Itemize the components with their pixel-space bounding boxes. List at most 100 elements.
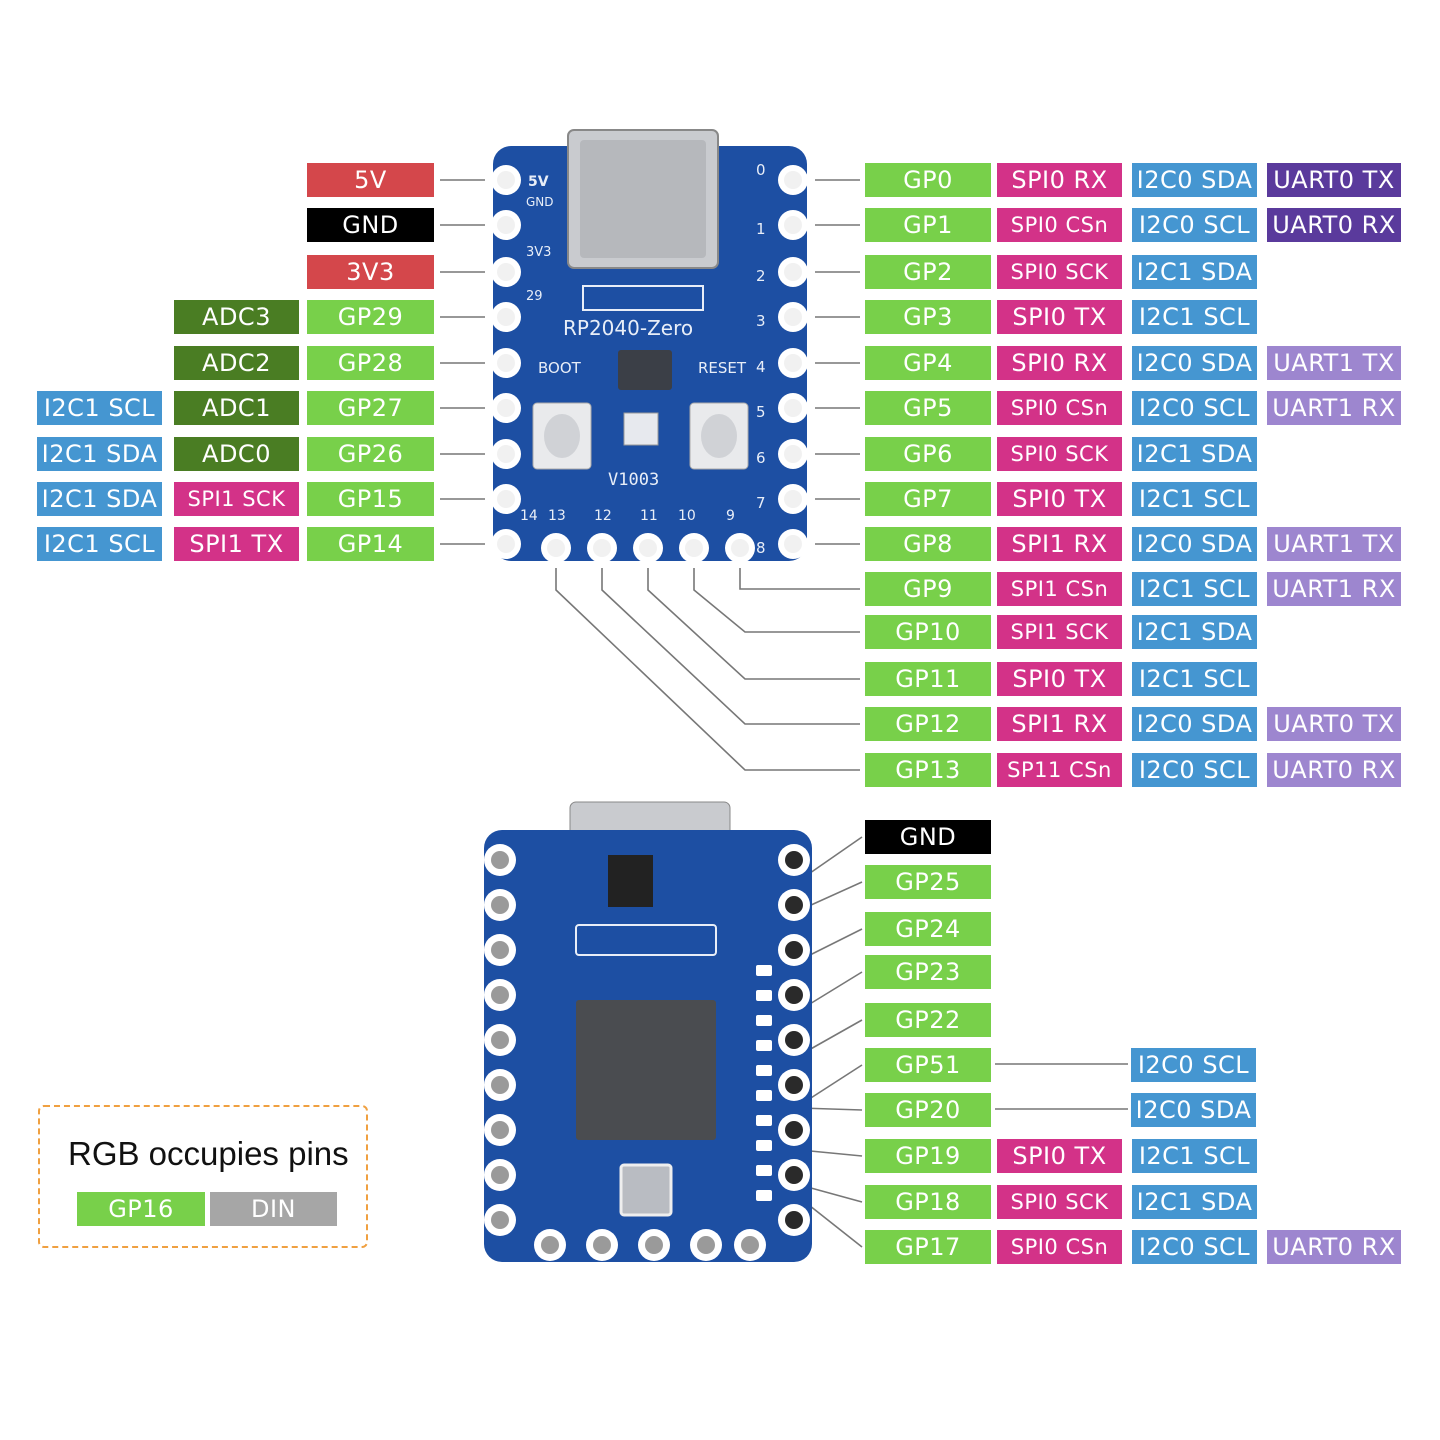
alt-label-gp12-i2c0-sda: I2C0 SDA xyxy=(1132,707,1257,741)
alt-label-gp1-spi0-csn: SPI0 CSn xyxy=(997,208,1122,242)
pad-left-hole-7 xyxy=(497,490,515,508)
wire-gp9 xyxy=(739,568,860,590)
back-pad-left-hole-6 xyxy=(491,1121,509,1139)
alt-label-gp3-spi0-tx: SPI0 TX xyxy=(997,300,1122,334)
back-smd-pad-0 xyxy=(756,965,772,976)
back-alt-label-gp20-i2c0-sda: I2C0 SDA xyxy=(1131,1093,1256,1127)
pad-left-hole-1 xyxy=(497,216,515,234)
regulator-chip xyxy=(608,855,653,907)
silk-pads-row xyxy=(575,924,717,956)
rgb-led xyxy=(623,412,659,446)
back-pad-right-hole-1 xyxy=(785,896,803,914)
back-smd-pad-9 xyxy=(756,1190,772,1201)
silk-pin-10: 10 xyxy=(678,508,696,524)
pin-label-gp27: GP27 xyxy=(307,391,434,425)
boot-button-cap xyxy=(544,414,580,458)
back-pin-label-gp20: GP20 xyxy=(865,1093,991,1127)
back-alt-label-gp18-spi0-sck: SPI0 SCK xyxy=(997,1185,1122,1219)
alt-label-gp26-adc0: ADC0 xyxy=(174,437,299,471)
back-smd-pads xyxy=(756,965,772,1201)
back-pad-bottom-hole-1 xyxy=(593,1236,611,1254)
pin-label-gp13: GP13 xyxy=(865,753,991,787)
pin-label-gp26: GP26 xyxy=(307,437,434,471)
back-pin-label-gp22: GP22 xyxy=(865,1003,991,1037)
pad-right-hole-1 xyxy=(784,216,802,234)
back-pad-left-hole-8 xyxy=(491,1211,509,1229)
wire-gp11 xyxy=(647,568,860,680)
silk-reset: RESET xyxy=(698,359,747,377)
silk-gnd: GND xyxy=(526,195,554,209)
pad-right-hole-0 xyxy=(784,171,802,189)
back-pin-label-gnd: GND xyxy=(865,820,991,854)
alt-label-gp2-spi0-sck: SPI0 SCK xyxy=(997,255,1122,289)
alt-label-gp27-i2c1-scl: I2C1 SCL xyxy=(37,391,162,425)
back-smd-pad-8 xyxy=(756,1165,772,1176)
back-pad-right-hole-6 xyxy=(785,1121,803,1139)
usb-c-shell xyxy=(580,140,706,258)
pad-right-hole-7 xyxy=(784,490,802,508)
pad-left-hole-3 xyxy=(497,308,515,326)
silk-5v: 5V xyxy=(528,174,549,190)
crystal xyxy=(619,1163,673,1217)
pin-label-gp0: GP0 xyxy=(865,163,991,197)
pin-label-gp29: GP29 xyxy=(307,300,434,334)
alt-label-gp1-uart0-rx: UART0 RX xyxy=(1267,208,1401,242)
back-alt-label-gp51-i2c0-scl: I2C0 SCL xyxy=(1131,1048,1256,1082)
pad-bottom-hole-1 xyxy=(593,539,611,557)
silk-pin-8: 8 xyxy=(756,539,766,557)
alt-label-gp13-uart0-rx: UART0 RX xyxy=(1267,753,1401,787)
silk-pin-13: 13 xyxy=(548,508,566,524)
back-pad-bottom-hole-2 xyxy=(645,1236,663,1254)
silk-pin-12: 12 xyxy=(594,508,612,524)
pad-bottom-hole-2 xyxy=(639,539,657,557)
rgb-legend: RGB occupies pins GP16 DIN xyxy=(38,1105,368,1248)
back-smd-pad-4 xyxy=(756,1065,772,1076)
pad-left-hole-0 xyxy=(497,171,515,189)
back-pad-left-hole-7 xyxy=(491,1166,509,1184)
legend-title: RGB occupies pins xyxy=(68,1135,349,1172)
alt-label-gp4-spi0-rx: SPI0 RX xyxy=(997,346,1122,380)
silk-pin-5: 5 xyxy=(756,403,766,421)
alt-label-gp9-spi1-csn: SPI1 CSn xyxy=(997,572,1122,606)
pad-right-hole-2 xyxy=(784,263,802,281)
alt-label-gp6-i2c1-sda: I2C1 SDA xyxy=(1132,437,1257,471)
back-pin-label-gp25: GP25 xyxy=(865,865,991,899)
alt-label-gp10-spi1-sck: SPI1 SCK xyxy=(997,615,1122,649)
pin-label-gp8: GP8 xyxy=(865,527,991,561)
silk-29: 29 xyxy=(526,289,543,304)
alt-label-gp5-uart1-rx: UART1 RX xyxy=(1267,391,1401,425)
pad-left-hole-2 xyxy=(497,263,515,281)
alt-label-gp5-i2c0-scl: I2C0 SCL xyxy=(1132,391,1257,425)
alt-label-gp5-spi0-csn: SPI0 CSn xyxy=(997,391,1122,425)
back-smd-pad-5 xyxy=(756,1090,772,1101)
silk-3v3: 3V3 xyxy=(526,245,551,260)
alt-label-gp11-spi0-tx: SPI0 TX xyxy=(997,662,1122,696)
alt-label-gp14-spi1-tx: SPI1 TX xyxy=(174,527,299,561)
alt-label-gp7-spi0-tx: SPI0 TX xyxy=(997,482,1122,516)
back-pin-label-gp19: GP19 xyxy=(865,1139,991,1173)
silk-pin-9: 9 xyxy=(726,508,735,524)
back-smd-pad-7 xyxy=(756,1140,772,1151)
silk-pin-0: 0 xyxy=(756,161,766,179)
back-pad-right-hole-5 xyxy=(785,1076,803,1094)
pad-left-hole-6 xyxy=(497,445,515,463)
back-smd-pad-2 xyxy=(756,1015,772,1026)
back-pad-right-hole-0 xyxy=(785,851,803,869)
pin-label-gnd: GND xyxy=(307,208,434,242)
silk-boot: BOOT xyxy=(538,359,582,377)
alt-label-gp29-adc3: ADC3 xyxy=(174,300,299,334)
alt-label-gp4-i2c0-sda: I2C0 SDA xyxy=(1132,346,1257,380)
alt-label-gp0-i2c0-sda: I2C0 SDA xyxy=(1132,163,1257,197)
alt-label-gp12-spi1-rx: SPI1 RX xyxy=(997,707,1122,741)
pin-label-gp12: GP12 xyxy=(865,707,991,741)
pad-left-hole-5 xyxy=(497,399,515,417)
back-pin-label-gp18: GP18 xyxy=(865,1185,991,1219)
pad-right-hole-8 xyxy=(784,535,802,553)
silk-pin-6: 6 xyxy=(756,449,766,467)
alt-label-gp7-i2c1-scl: I2C1 SCL xyxy=(1132,482,1257,516)
pin-label-gp11: GP11 xyxy=(865,662,991,696)
pin-label-gp7: GP7 xyxy=(865,482,991,516)
pin-label-gp6: GP6 xyxy=(865,437,991,471)
legend-pin-gp16: GP16 xyxy=(77,1192,205,1226)
